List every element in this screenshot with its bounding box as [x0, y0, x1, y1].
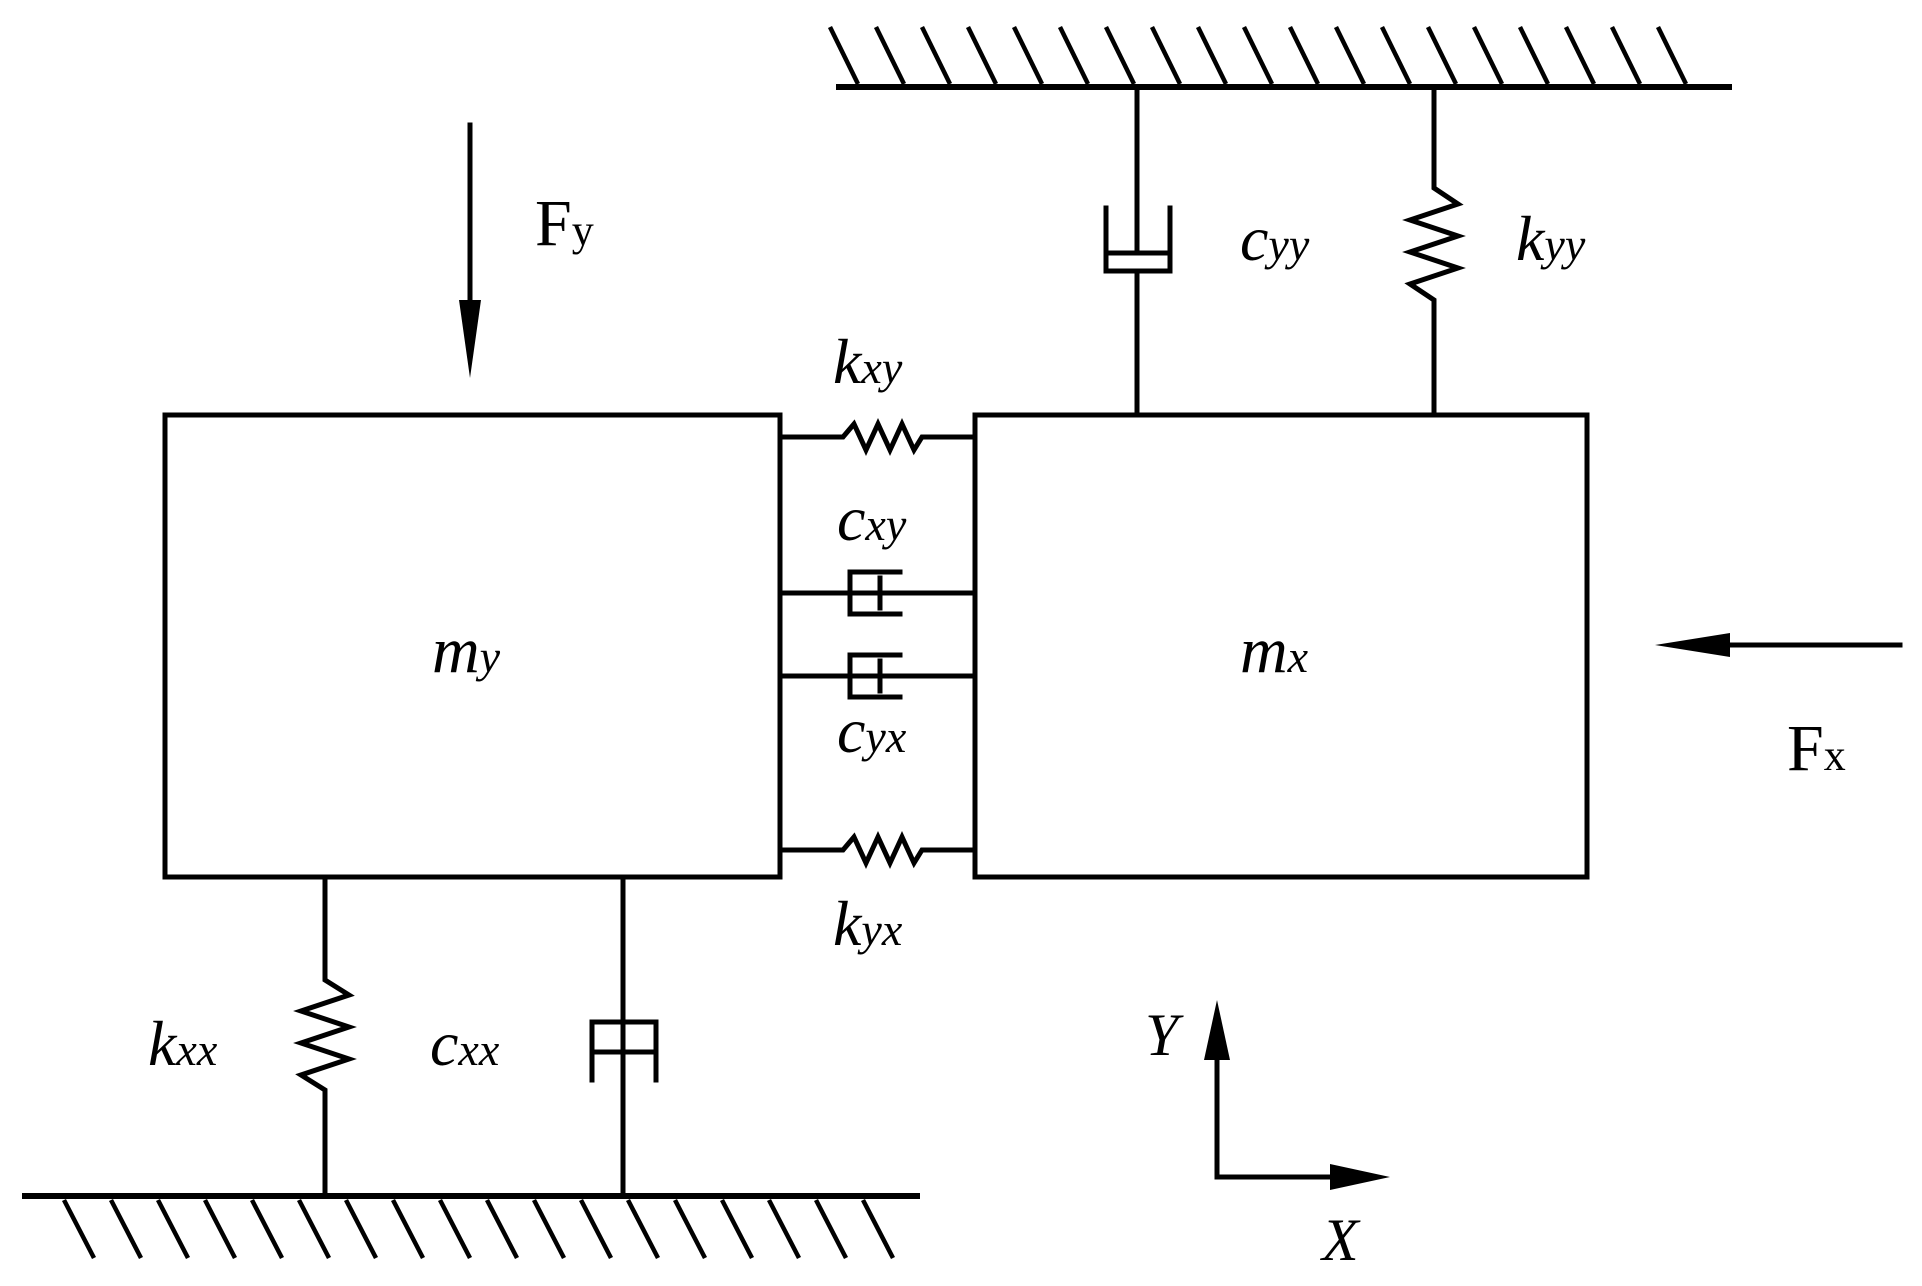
label-kxx: kxx	[148, 1008, 218, 1079]
label-axis-x: X	[1320, 1207, 1361, 1273]
label-fy: Fy	[535, 187, 594, 260]
damper-cxy	[777, 569, 978, 617]
mass-mx-block	[972, 412, 1590, 880]
bottom-ground	[22, 1193, 920, 1260]
spring-kxy	[777, 418, 978, 456]
force-fy-arrow	[459, 122, 481, 378]
coordinate-axes	[1204, 1000, 1390, 1190]
label-kyx: kyx	[833, 888, 903, 959]
label-cyx: cyx	[837, 695, 907, 766]
label-cxy: cxy	[837, 483, 907, 554]
spring-kxx	[293, 874, 357, 1199]
spring-kyx	[777, 831, 978, 869]
label-my: my	[432, 614, 501, 687]
label-cxx: cxx	[430, 1008, 500, 1079]
label-kyy: kyy	[1516, 203, 1586, 274]
top-ground-hatching	[827, 26, 1689, 85]
label-fx: Fx	[1787, 712, 1846, 785]
mass-my-block	[162, 412, 783, 880]
axis-x-arrowhead	[1330, 1164, 1390, 1190]
label-kxy: kxy	[833, 326, 903, 397]
label-cyy: cyy	[1240, 203, 1310, 274]
label-mx: mx	[1240, 614, 1309, 687]
bottom-ground-hatching	[62, 1198, 895, 1260]
label-axis-y: Y	[1145, 1002, 1184, 1068]
axis-y-arrowhead	[1204, 1000, 1230, 1060]
damper-cyy	[1103, 84, 1173, 418]
damper-cxx	[589, 874, 659, 1199]
damper-cyx	[777, 652, 978, 700]
force-fx-arrow	[1655, 633, 1903, 657]
top-ground	[827, 26, 1732, 90]
spring-kyy	[1402, 84, 1466, 418]
